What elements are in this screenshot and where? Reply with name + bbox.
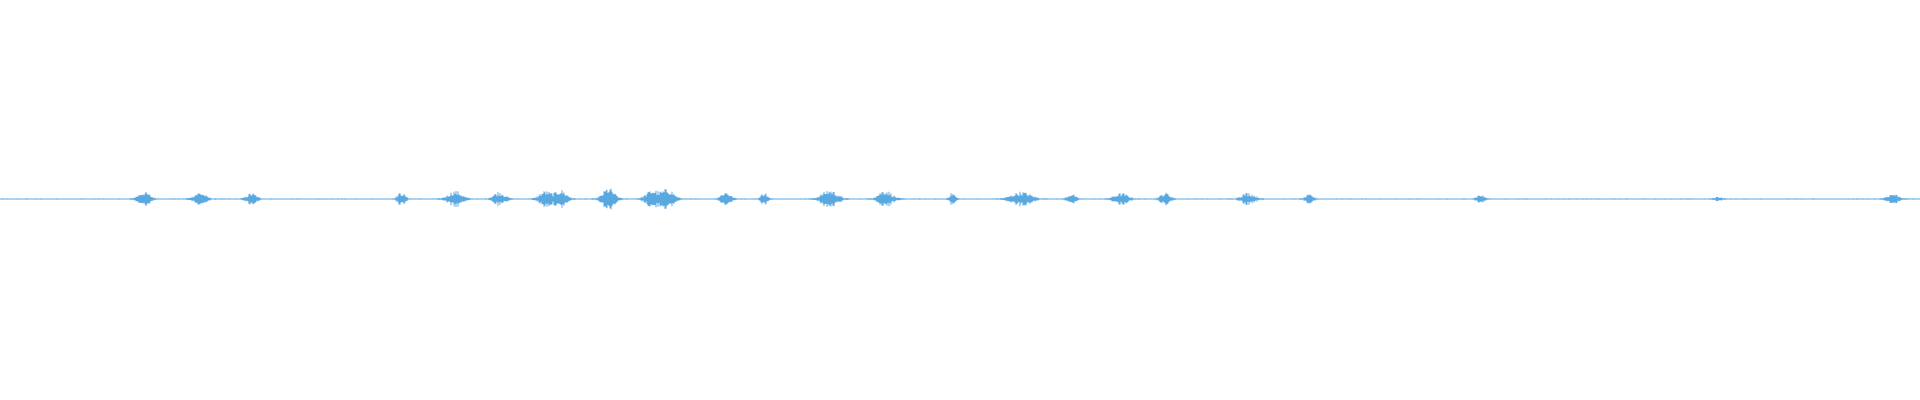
waveform-signal — [0, 188, 1920, 210]
